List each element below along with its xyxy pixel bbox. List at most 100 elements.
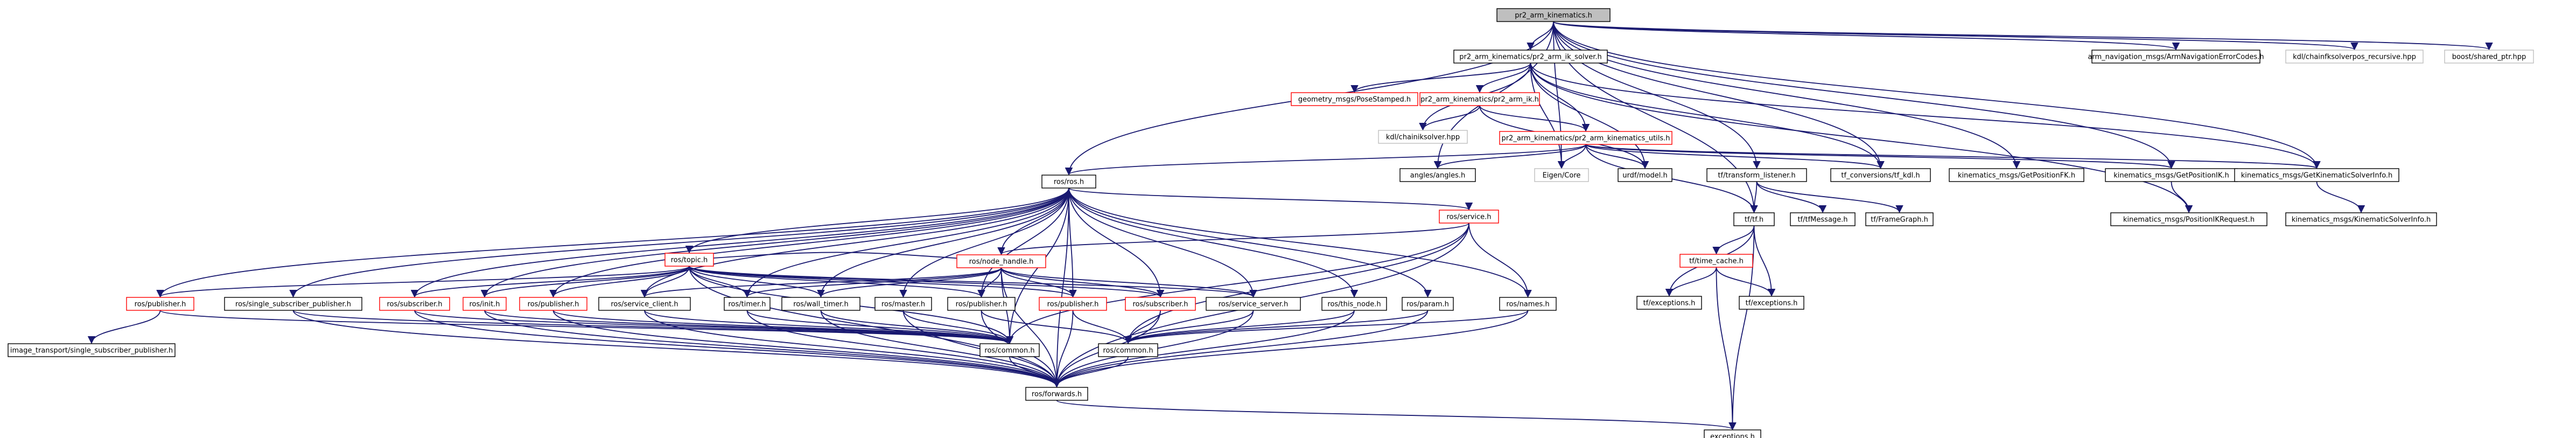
edge-pub_c-to-common_b: [981, 310, 1132, 344]
edge-pub_d-to-common_b: [1072, 310, 1132, 344]
node-ros-init-h[interactable]: ros/init.h: [463, 297, 507, 311]
node-box: [1739, 296, 1804, 310]
node-ros-ros-h[interactable]: ros/ros.h: [1041, 175, 1096, 189]
edge-ros-to-pub_a: [156, 187, 1069, 298]
edge-tf-to-tf_exc2: [1753, 225, 1776, 297]
node-ros-node-handle-h[interactable]: ros/node_handle.h: [956, 254, 1046, 268]
node-exceptions-h[interactable]: exceptions.h: [1704, 429, 1761, 438]
node-label: ros/subscriber.h: [387, 301, 442, 309]
node-kinematics-msgs-getpositionfk-h[interactable]: kinematics_msgs/GetPositionFK.h: [1949, 168, 2084, 182]
node-ros-single-subscriber-publisher-h[interactable]: ros/single_subscriber_publisher.h: [224, 297, 362, 311]
edge-ros-to-service_client: [640, 187, 1069, 298]
node-pr2-arm-kinematics-pr2-arm-ik-h[interactable]: pr2_arm_kinematics/pr2_arm_ik.h: [1419, 92, 1540, 106]
edge-service_client-to-forwards: [644, 310, 1061, 388]
node-ros-service-client-h[interactable]: ros/service_client.h: [598, 297, 691, 311]
node-kinematics-msgs-getpositionik-h[interactable]: kinematics_msgs/GetPositionIK.h: [2105, 168, 2238, 182]
node-box: [224, 297, 362, 311]
node-ros-service-h[interactable]: ros/service.h: [1439, 210, 1499, 224]
node-label: ros/ros.h: [1054, 178, 1084, 186]
node-ros-publisher-h[interactable]: ros/publisher.h: [519, 297, 587, 311]
node-label: ros/names.h: [1506, 301, 1549, 309]
edge-topic-to-init: [480, 266, 690, 298]
node-label: ros/init.h: [469, 301, 500, 309]
edge-timer-to-forwards: [746, 310, 1061, 388]
node-ros-publisher-h[interactable]: ros/publisher.h: [126, 297, 194, 311]
node-ros-publisher-h[interactable]: ros/publisher.h: [1039, 297, 1107, 311]
node-tf-framegraph-h[interactable]: tf/FrameGraph.h: [1865, 212, 1934, 226]
edge-ik_solver-to-pos_ik_req: [1530, 62, 2193, 213]
node-kinematics-msgs-kinematicsolverinfo-h[interactable]: kinematics_msgs/KinematicSolverInfo.h: [2285, 212, 2437, 226]
node-label: ros/single_subscriber_publisher.h: [235, 301, 351, 309]
node-pr2-arm-kinematics-h[interactable]: pr2_arm_kinematics.h: [1496, 8, 1611, 22]
edge-utils-to-get_pos_ik: [1585, 144, 2175, 169]
node-urdf-model-h[interactable]: urdf/model.h: [1618, 168, 1672, 182]
edge-timer-to-common_a: [746, 310, 1013, 344]
node-tf-conversions-tf-kdl-h[interactable]: tf_conversions/tf_kdl.h: [1830, 168, 1931, 182]
node-label: kinematics_msgs/GetPositionFK.h: [1958, 172, 2075, 180]
node-kdl-chainfksolverpos-recursive-hpp[interactable]: kdl/chainfksolverpos_recursive.hpp: [2285, 50, 2424, 64]
node-ros-subscriber-h[interactable]: ros/subscriber.h: [379, 297, 450, 311]
edge-master-to-common_a: [902, 310, 1014, 344]
edge-root-to-ik_solver: [1527, 21, 1554, 51]
node-angles-angles-h[interactable]: angles/angles.h: [1399, 168, 1476, 182]
node-image-transport-single-subscriber-publisher-h[interactable]: image_transport/single_subscriber_publis…: [8, 343, 176, 357]
node-ros-publisher-h[interactable]: ros/publisher.h: [947, 297, 1016, 311]
node-ros-common-h[interactable]: ros/common.h: [1098, 343, 1158, 357]
node-label: ros/timer.h: [728, 301, 766, 309]
edge-ros-to-service: [1068, 187, 1473, 211]
edge-topic-to-pub_c: [689, 266, 985, 298]
node-tf-exceptions-h[interactable]: tf/exceptions.h: [1636, 296, 1702, 310]
node-label: kdl/chainiksolver.hpp: [1386, 134, 1460, 142]
edge-this_node-to-forwards: [1053, 310, 1355, 388]
node-ros-common-h[interactable]: ros/common.h: [979, 343, 1040, 357]
node-box: [1402, 297, 1454, 311]
node-label: image_transport/single_subscriber_publis…: [10, 347, 173, 355]
node-arm-navigation-msgs-armnavigationerrorcodes-h[interactable]: arm_navigation_msgs/ArmNavigationErrorCo…: [2088, 50, 2264, 64]
node-box: [598, 297, 691, 311]
node-label: ros/service_client.h: [611, 301, 678, 309]
node-ros-names-h[interactable]: ros/names.h: [1499, 297, 1557, 311]
edge-topic-to-pub_a: [156, 266, 690, 298]
node-tf-tfmessage-h[interactable]: tf/tfMessage.h: [1790, 212, 1856, 226]
edge-single_sub-to-forwards: [292, 310, 1061, 388]
node-kinematics-msgs-getkinematicsolverinfo-h[interactable]: kinematics_msgs/GetKinematicSolverInfo.h: [2234, 168, 2399, 182]
node-geometry-msgs-posestamped-h[interactable]: geometry_msgs/PoseStamped.h: [1291, 92, 1418, 106]
node-ros-wall-timer-h[interactable]: ros/wall_timer.h: [781, 297, 860, 311]
node-box: [1618, 168, 1672, 182]
node-kinematics-msgs-positionikrequest-h[interactable]: kinematics_msgs/PositionIKRequest.h: [2110, 212, 2267, 226]
node-ros-forwards-h[interactable]: ros/forwards.h: [1025, 387, 1088, 401]
edge-service-to-names: [1468, 223, 1532, 298]
node-ros-service-server-h[interactable]: ros/service_server.h: [1206, 297, 1301, 311]
edge-node_handle-to-timer: [743, 267, 1002, 298]
edge-wall_timer-to-forwards: [820, 310, 1061, 388]
node-kdl-chainiksolver-hpp[interactable]: kdl/chainiksolver.hpp: [1378, 130, 1468, 144]
node-eigen-core[interactable]: Eigen/Core: [1534, 168, 1589, 182]
edge-param-to-forwards: [1053, 310, 1429, 388]
edge-pub_d-to-forwards: [1053, 310, 1074, 388]
node-tf-transform-listener-h[interactable]: tf/transform_listener.h: [1706, 168, 1807, 182]
node-box: [519, 297, 587, 311]
node-ros-topic-h[interactable]: ros/topic.h: [664, 253, 714, 267]
edge-ik_solver-to-pose_stamped: [1350, 62, 1531, 93]
node-ros-subscriber-h[interactable]: ros/subscriber.h: [1125, 297, 1196, 311]
edge-topic-to-sub_a: [411, 266, 690, 298]
node-ros-master-h[interactable]: ros/master.h: [874, 297, 932, 311]
node-tf-time-cache-h[interactable]: tf/time_cache.h: [1679, 254, 1753, 268]
node-ros-param-h[interactable]: ros/param.h: [1402, 297, 1454, 311]
node-ros-this-node-h[interactable]: ros/this_node.h: [1321, 297, 1387, 311]
node-label: ros/publisher.h: [135, 301, 186, 309]
edge-pub_a-to-image_transport: [87, 310, 161, 344]
edge-ik_solver-to-get_kin_info: [1530, 62, 2321, 169]
edge-topic-to-service_client: [640, 266, 690, 298]
node-pr2-arm-kinematics-pr2-arm-ik-solver-h[interactable]: pr2_arm_kinematics/pr2_arm_ik_solver.h: [1453, 50, 1608, 64]
edge-service-to-node_handle: [997, 223, 1469, 255]
node-pr2-arm-kinematics-pr2-arm-kinematics-utils-h[interactable]: pr2_arm_kinematics/pr2_arm_kinematics_ut…: [1499, 131, 1672, 145]
edge-pub_b-to-common_a: [552, 310, 1013, 344]
node-boost-shared-ptr-hpp[interactable]: boost/shared_ptr.hpp: [2444, 50, 2534, 64]
node-tf-exceptions-h[interactable]: tf/exceptions.h: [1739, 296, 1804, 310]
node-label: tf/tfMessage.h: [1797, 216, 1847, 224]
edge-sub_a-to-forwards: [414, 310, 1061, 388]
node-ros-timer-h[interactable]: ros/timer.h: [724, 297, 771, 311]
node-tf-tf-h[interactable]: tf/tf.h: [1733, 212, 1775, 226]
